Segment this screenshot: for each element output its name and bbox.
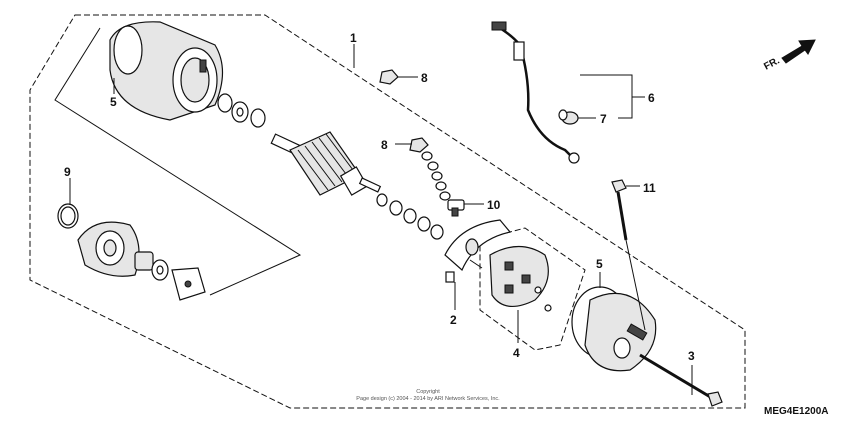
- rear-cover: [571, 286, 657, 372]
- label-8-top: 8: [421, 71, 428, 85]
- case-washers: [217, 93, 266, 128]
- diagram-code: MEG4E1200A: [764, 406, 828, 417]
- leader-11-line: [625, 239, 646, 331]
- leader-group-line: [54, 27, 302, 296]
- label-5-left: 5: [110, 95, 117, 109]
- label-5-right: 5: [596, 257, 603, 271]
- armature-washers: [376, 193, 444, 240]
- brush-holder-plate: [444, 219, 512, 283]
- terminal-cap: [558, 109, 579, 125]
- label-9: 9: [64, 165, 71, 179]
- label-3: 3: [688, 349, 695, 363]
- terminal-bolt: [447, 199, 465, 217]
- starter-cable: [491, 21, 580, 164]
- copyright-line1: Copyright: [416, 389, 440, 395]
- bearing: [134, 251, 169, 281]
- label-4: 4: [513, 346, 520, 360]
- label-6: 6: [648, 91, 655, 105]
- direction-label: FR.: [762, 55, 782, 72]
- front-direction-arrow-icon: [781, 39, 816, 64]
- through-bolt: [639, 353, 723, 407]
- front-cover: [77, 221, 140, 277]
- brush-holder: [469, 245, 552, 312]
- brush-group-boundary: [479, 227, 586, 351]
- label-2: 2: [450, 313, 457, 327]
- armature: [270, 131, 382, 196]
- label-10: 10: [487, 198, 501, 212]
- label-7: 7: [600, 112, 607, 126]
- nut-icon: [379, 69, 399, 85]
- label-8-mid: 8: [381, 138, 388, 152]
- o-ring-inner: [60, 206, 76, 226]
- label-1: 1: [350, 31, 357, 45]
- copyright-line2: Page design (c) 2004 - 2014 by ARI Netwo…: [356, 396, 500, 402]
- bolt-icon: [611, 179, 628, 241]
- label-11: 11: [643, 181, 656, 195]
- motor-case: [109, 21, 224, 121]
- terminal-stack: [409, 137, 451, 201]
